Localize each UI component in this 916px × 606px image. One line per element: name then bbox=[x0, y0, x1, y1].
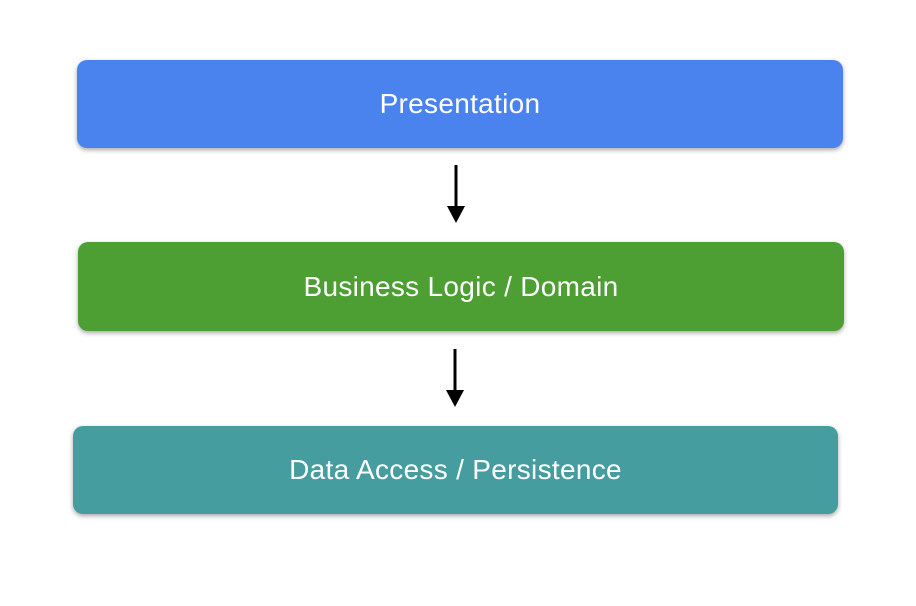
layer-box-data-access: Data Access / Persistence bbox=[73, 426, 838, 514]
layer-box-business-logic: Business Logic / Domain bbox=[78, 242, 844, 331]
layer-label-data-access: Data Access / Persistence bbox=[289, 454, 622, 485]
layer-label-business-logic: Business Logic / Domain bbox=[303, 270, 619, 302]
layer-box-presentation: Presentation bbox=[77, 60, 843, 148]
down-arrow-icon bbox=[446, 349, 464, 407]
layer-label-presentation: Presentation bbox=[379, 88, 541, 119]
down-arrow-icon bbox=[447, 165, 465, 223]
